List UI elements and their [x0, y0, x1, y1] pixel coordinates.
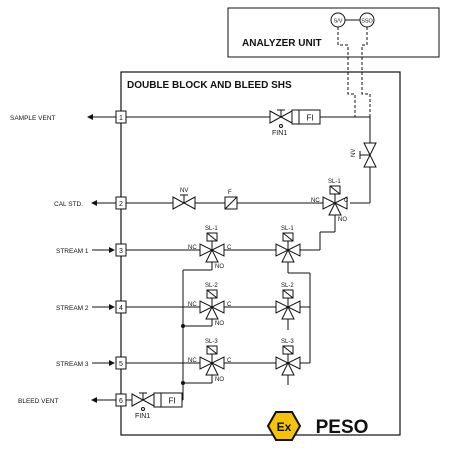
svg-text:4: 4 — [119, 305, 123, 312]
sl3-stream3-a: SL-3 NC C NO — [188, 339, 232, 383]
analyzer-unit-box: ANALYZER UNIT S/V SSO — [227, 7, 440, 58]
svg-text:SL-3: SL-3 — [281, 339, 294, 345]
analyzer-title: ANALYZER UNIT — [242, 38, 322, 49]
svg-text:SL-1: SL-1 — [328, 179, 341, 185]
svg-text:C: C — [227, 302, 232, 308]
port-6: BLEED VENT 6 — [18, 393, 127, 407]
sl1-cal-valve: SL-1 NC C NO — [311, 179, 349, 250]
sample-vent-line — [126, 116, 371, 143]
svg-text:NO: NO — [215, 321, 224, 327]
port-4-label: STREAM 2 — [56, 305, 89, 312]
svg-text:NC: NC — [188, 245, 197, 251]
svg-text:C: C — [227, 245, 232, 251]
selector-interconnect — [182, 262, 311, 401]
fin1-top: FI FIN1 — [269, 109, 321, 137]
svg-text:3: 3 — [119, 248, 123, 255]
filter-label: F — [228, 190, 232, 196]
nv-label-vertical: NV — [351, 149, 357, 157]
port-5-label: STREAM 3 — [56, 361, 89, 368]
sl3-stream3-b: SL-3 — [275, 339, 301, 376]
peso-text: PESO — [316, 417, 369, 438]
filter-cal: F — [224, 190, 238, 210]
svg-text:SL-3: SL-3 — [205, 339, 218, 345]
sl1-stream1-a: SL-1 NC C NO — [188, 226, 232, 270]
svg-text:NO: NO — [215, 264, 224, 270]
port-4: STREAM 2 4 — [56, 300, 127, 314]
svg-text:SL-2: SL-2 — [205, 283, 218, 289]
svg-text:2: 2 — [119, 201, 123, 208]
junction-dots — [181, 324, 185, 385]
fin1-label-top: FIN1 — [272, 130, 287, 137]
port-1-label: SAMPLE VENT — [10, 115, 56, 122]
fin1-bottom: FI FIN1 — [131, 392, 183, 420]
svg-text:6: 6 — [119, 398, 123, 405]
port-2: CAL STD. 2 — [54, 196, 127, 210]
nv-label-cal: NV — [180, 188, 188, 194]
port-6-label: BLEED VENT — [18, 398, 58, 405]
svg-text:NO: NO — [215, 377, 224, 383]
svg-text:1: 1 — [119, 115, 123, 122]
nv-valve-cal: NV — [172, 188, 196, 210]
ex-mark: Ex — [277, 420, 292, 434]
svg-text:SL-2: SL-2 — [281, 283, 294, 289]
shs-enclosure: DOUBLE BLOCK AND BLEED SHS — [120, 71, 401, 436]
svg-text:C: C — [344, 198, 349, 204]
fi-label-top: FI — [306, 114, 313, 123]
svg-text:SL-1: SL-1 — [205, 226, 218, 232]
nv-valve-vertical: NV — [350, 142, 377, 204]
main-title: DOUBLE BLOCK AND BLEED SHS — [127, 80, 292, 91]
sv-label: S/V — [334, 19, 343, 25]
analyzer-tubing — [337, 27, 371, 117]
svg-text:NC: NC — [311, 198, 320, 204]
port-3: STREAM 1 3 — [56, 243, 127, 257]
fi-label-bottom: FI — [168, 397, 175, 406]
sl2-stream2-b: SL-2 — [275, 283, 301, 320]
svg-text:C: C — [227, 358, 232, 364]
svg-text:NC: NC — [188, 358, 197, 364]
port-5: STREAM 3 5 — [56, 356, 127, 370]
svg-text:NC: NC — [188, 302, 197, 308]
port-1: SAMPLE VENT 1 — [10, 110, 127, 124]
sl1-stream1-b: SL-1 — [275, 226, 301, 263]
svg-text:NO: NO — [338, 217, 347, 223]
svg-text:5: 5 — [119, 361, 123, 368]
svg-text:SL-1: SL-1 — [281, 226, 294, 232]
peso-logo: Ex PESO — [266, 411, 369, 441]
sl2-stream2-a: SL-2 NC C NO — [188, 283, 232, 327]
port-3-label: STREAM 1 — [56, 248, 89, 255]
port-2-label: CAL STD. — [54, 201, 83, 208]
fin1-label-bottom: FIN1 — [135, 413, 150, 420]
sso-label: SSO — [361, 19, 373, 25]
